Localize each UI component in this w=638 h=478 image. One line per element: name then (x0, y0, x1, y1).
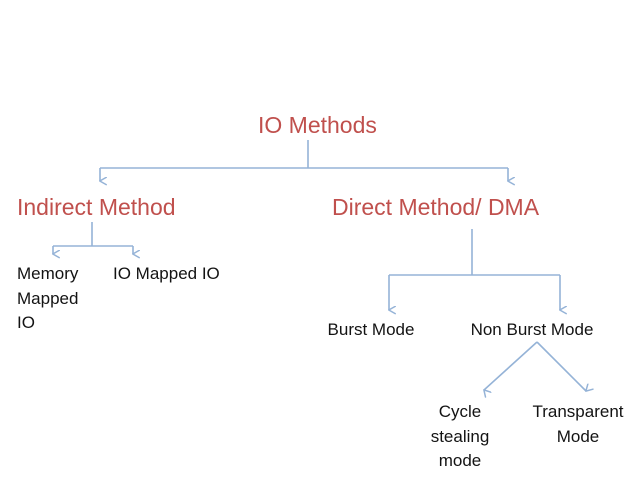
node-indirect-method: Indirect Method (17, 194, 176, 220)
node-transparent-mode: Transparent Mode (532, 402, 624, 446)
edge-nonburst-to-cycle-stealing (484, 341, 538, 390)
node-burst-mode: Burst Mode (327, 320, 415, 339)
node-direct-method-dma: Direct Method/ DMA (332, 194, 540, 220)
node-cycle-stealing-mode: Cycle stealing mode (430, 402, 490, 471)
node-non-burst-mode: Non Burst Mode (470, 320, 594, 339)
node-io-methods: IO Methods (258, 112, 377, 138)
edge-nonburst-to-transparent (536, 341, 586, 391)
node-io-mapped-io: IO Mapped IO (113, 264, 220, 283)
node-memory-mapped-io: Memory Mapped IO (17, 264, 79, 333)
